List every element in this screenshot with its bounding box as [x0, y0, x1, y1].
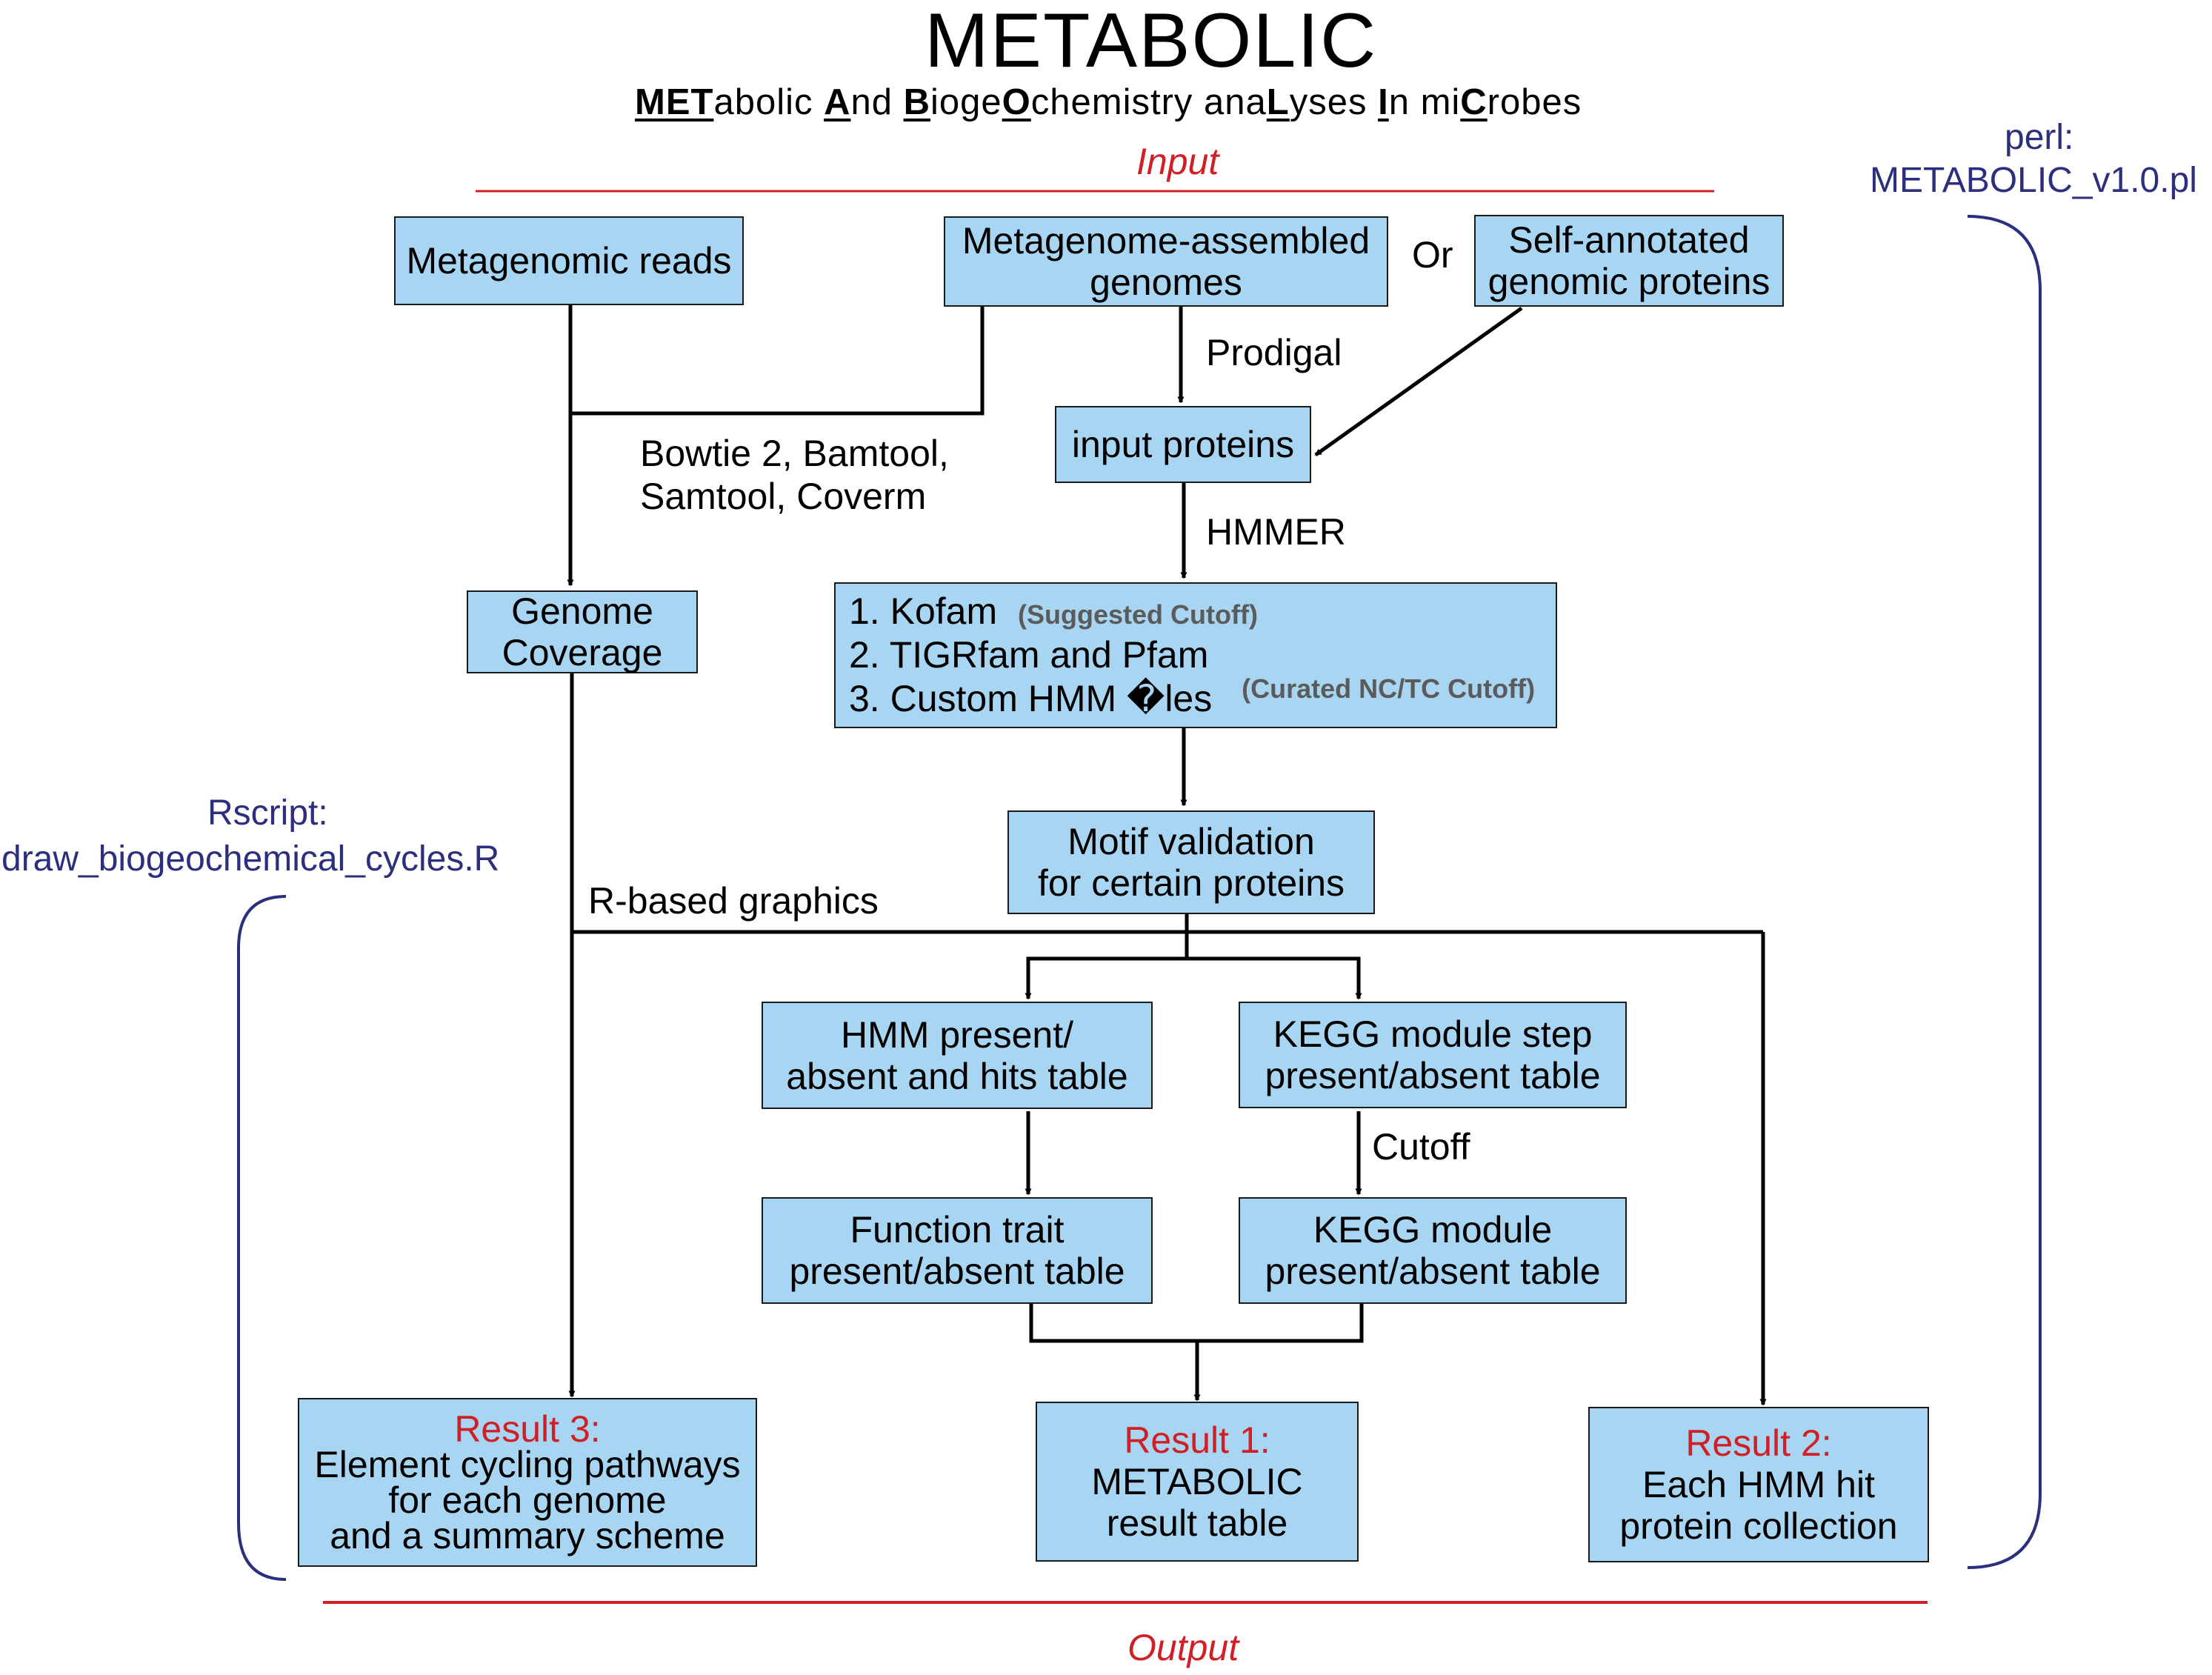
bowtie-label-line2: Samtool, Coverm	[640, 476, 927, 517]
kofam-line: 1. Kofam (Suggested Cutoff)	[849, 590, 1258, 633]
tigrfam-pfam-line: 2. TIGRfam and Pfam	[849, 634, 1209, 676]
result2-line2: protein collection	[1619, 1505, 1898, 1547]
subtitle-acronym-letter: MET	[635, 82, 714, 122]
result1-line1: METABOLIC	[1091, 1461, 1303, 1502]
kegg-step-line2: present/absent table	[1265, 1055, 1601, 1096]
custom-hmm-line: 3. Custom HMM �les (Curated NC/TC Cutoff…	[849, 673, 1535, 721]
kofam-text: 1. Kofam	[849, 590, 998, 632]
function-trait-box: Function trait present/absent table	[762, 1197, 1153, 1304]
cutoff-label: Cutoff	[1372, 1126, 1470, 1168]
rscript-label: Rscript:	[207, 793, 328, 833]
input-proteins-box: input proteins	[1055, 406, 1311, 483]
perl-label: perl:	[2005, 118, 2074, 157]
result3-line3: and a summary scheme	[330, 1515, 725, 1556]
result2-box: Result 2: Each HMM hit protein collectio…	[1588, 1407, 1929, 1562]
hmm-table-line1: HMM present/	[841, 1013, 1073, 1056]
metagenomic-reads-box: Metagenomic reads	[394, 216, 744, 305]
genome-coverage-line2: Coverage	[502, 632, 663, 673]
curated-cutoff-note: (Curated NC/TC Cutoff)	[1242, 673, 1536, 704]
metagenomic-reads-text: Metagenomic reads	[406, 240, 732, 282]
diagram-subtitle: METabolic And BiogeOchemistry anaLyses I…	[635, 81, 1582, 123]
kegg-step-box: KEGG module step present/absent table	[1239, 1002, 1627, 1108]
or-label: Or	[1412, 234, 1453, 276]
function-trait-line2: present/absent table	[789, 1251, 1125, 1292]
subtitle-acronym-letter: B	[903, 82, 930, 122]
result2-heading: Result 2:	[1685, 1422, 1832, 1464]
subtitle-text-segment: nd	[850, 82, 904, 122]
bowtie-label-line1: Bowtie 2, Bamtool,	[640, 433, 949, 474]
mags-line1: Metagenome-assembled	[962, 220, 1370, 262]
kegg-module-line2: present/absent table	[1265, 1251, 1601, 1292]
subtitle-text-segment: abolic	[713, 82, 824, 122]
subtitle-text-segment: yses	[1289, 82, 1379, 122]
subtitle-acronym-letter: C	[1460, 82, 1488, 122]
r-graphics-label: R-based graphics	[588, 880, 879, 922]
hmmer-label: HMMER	[1206, 511, 1346, 553]
result3-line2: for each genome	[388, 1479, 667, 1521]
mags-box: Metagenome-assembled genomes	[944, 216, 1388, 307]
output-label: Output	[1127, 1627, 1239, 1668]
perl-script-name: METABOLIC_v1.0.pl	[1870, 161, 2197, 200]
hmm-table-line2: absent and hits table	[786, 1055, 1128, 1097]
subtitle-text-segment: chemistry ana	[1030, 82, 1267, 122]
motif-line1: Motif validation	[1067, 821, 1315, 862]
subtitle-acronym-letter: O	[1002, 82, 1031, 122]
rscript-name: draw_biogeochemical_cycles.R	[1, 839, 500, 879]
result2-line1: Each HMM hit	[1642, 1464, 1875, 1505]
diagram-title: METABOLIC	[925, 0, 1378, 84]
result3-heading: Result 3:	[454, 1408, 601, 1450]
kegg-step-line1: KEGG module step	[1273, 1013, 1593, 1055]
genome-coverage-line1: Genome	[511, 590, 653, 632]
self-annotated-line1: Self-annotated	[1508, 219, 1750, 261]
hmm-databases-box: 1. Kofam (Suggested Cutoff) 2. TIGRfam a…	[834, 582, 1557, 728]
motif-validation-box: Motif validation for certain proteins	[1007, 810, 1375, 914]
genome-coverage-box: Genome Coverage	[467, 590, 698, 673]
function-trait-line1: Function trait	[850, 1209, 1065, 1251]
subtitle-acronym-letter: I	[1378, 82, 1389, 122]
motif-line2: for certain proteins	[1037, 862, 1345, 904]
subtitle-acronym-letter: A	[824, 82, 851, 122]
kofam-cutoff-note: (Suggested Cutoff)	[1018, 599, 1258, 630]
input-label: Input	[1136, 141, 1219, 182]
self-annotated-line2: genomic proteins	[1488, 261, 1770, 302]
result1-heading: Result 1:	[1124, 1419, 1270, 1461]
result1-box: Result 1: METABOLIC result table	[1036, 1402, 1359, 1562]
kegg-module-box: KEGG module present/absent table	[1239, 1197, 1627, 1304]
result3-box: Result 3: Element cycling pathways for e…	[298, 1398, 757, 1567]
subtitle-text-segment: ioge	[930, 82, 1002, 122]
mags-line2: genomes	[1090, 262, 1242, 303]
subtitle-acronym-letter: L	[1266, 82, 1290, 122]
result1-line2: result table	[1106, 1502, 1288, 1544]
kegg-module-line1: KEGG module	[1313, 1209, 1553, 1251]
self-annotated-box: Self-annotated genomic proteins	[1474, 215, 1784, 307]
hmm-table-box: HMM present/ absent and hits table	[762, 1002, 1153, 1109]
input-proteins-text: input proteins	[1071, 424, 1295, 465]
custom-hmm-text: 3. Custom HMM �les	[849, 678, 1213, 719]
subtitle-text-segment: robes	[1487, 82, 1582, 122]
subtitle-text-segment: n mi	[1388, 82, 1461, 122]
result3-line1: Element cycling pathways	[314, 1444, 741, 1485]
prodigal-label: Prodigal	[1206, 332, 1342, 373]
